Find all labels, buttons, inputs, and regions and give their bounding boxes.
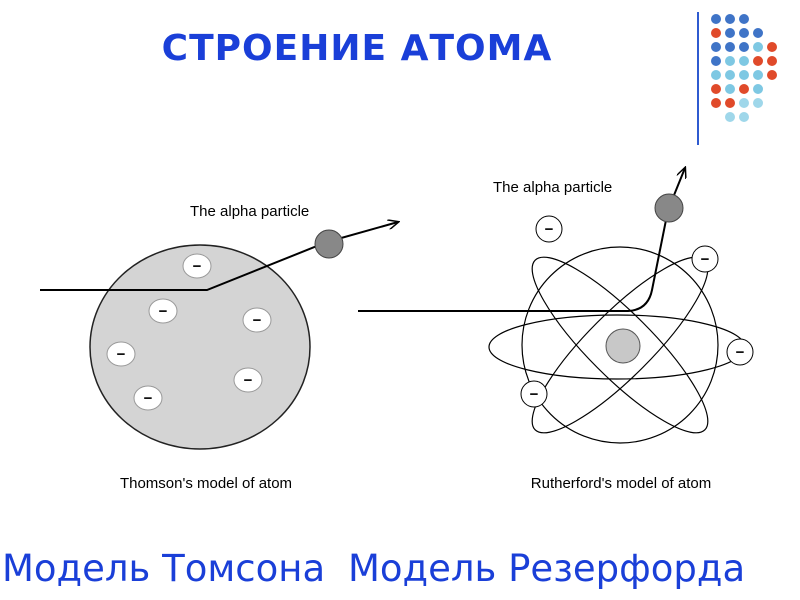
thomson-electron: − <box>242 307 272 333</box>
rutherford-caption: Rutherford's model of atom <box>531 475 711 492</box>
svg-text:−: − <box>193 258 202 275</box>
decor-dot <box>725 56 735 66</box>
rutherford-orbit-tilted <box>531 256 709 434</box>
decor-dot <box>739 14 749 24</box>
decor-dot <box>711 98 721 108</box>
rutherford-alpha-particle <box>654 193 684 223</box>
decor-dot <box>725 14 735 24</box>
decor-dot <box>725 70 735 80</box>
decor-dot <box>739 98 749 108</box>
svg-text:−: − <box>117 346 126 363</box>
thomson-model-caption-ru: Модель Томсона <box>2 547 326 590</box>
rutherford-electron: − <box>726 338 754 366</box>
thomson-electron: − <box>233 367 263 393</box>
rutherford-outer-orbit-circle <box>521 246 719 444</box>
decor-dot <box>767 56 777 66</box>
rutherford-model: − − − − The alpha particle Rutherford's … <box>358 168 754 492</box>
decor-dot <box>753 98 763 108</box>
svg-text:−: − <box>701 251 710 268</box>
thomson-electron: − <box>182 253 212 279</box>
svg-text:−: − <box>253 312 262 329</box>
decor-dot <box>753 28 763 38</box>
thomson-electron: − <box>133 385 163 411</box>
decorative-dot-grid <box>708 10 788 130</box>
decor-dot <box>767 70 777 80</box>
svg-text:−: − <box>244 372 253 389</box>
decor-dot <box>725 98 735 108</box>
decorative-vertical-line <box>697 12 699 145</box>
thomson-alpha-trajectory <box>40 222 398 291</box>
thomson-electron: − <box>106 341 136 367</box>
thomson-alpha-particle <box>314 229 344 259</box>
svg-text:−: − <box>736 344 745 361</box>
decor-dot <box>711 84 721 94</box>
decor-dot <box>739 56 749 66</box>
decor-dot <box>725 28 735 38</box>
decor-dot <box>725 112 735 122</box>
decor-dot <box>725 84 735 94</box>
decor-dot <box>711 28 721 38</box>
rutherford-electron: − <box>535 215 563 243</box>
decor-dot <box>711 42 721 52</box>
svg-text:−: − <box>545 221 554 238</box>
rutherford-nucleus <box>605 328 641 364</box>
decor-dot <box>725 42 735 52</box>
slide-title: СТРОЕНИЕ АТОМА <box>161 28 553 69</box>
decor-dot <box>711 56 721 66</box>
decor-dot <box>753 56 763 66</box>
decor-dot <box>739 84 749 94</box>
rutherford-alpha-trajectory <box>358 168 685 312</box>
rutherford-electron: − <box>691 245 719 273</box>
thomson-model: − − − − − − The a <box>40 203 398 492</box>
decor-dot <box>739 70 749 80</box>
rutherford-alpha-label: The alpha particle <box>493 179 612 196</box>
decor-dot <box>739 28 749 38</box>
atom-models-diagram: − − − − − − The a <box>40 150 754 492</box>
decor-dot <box>711 70 721 80</box>
decor-dot <box>739 42 749 52</box>
rutherford-electron: − <box>520 380 548 408</box>
svg-text:−: − <box>530 386 539 403</box>
decor-dot <box>753 70 763 80</box>
thomson-electron: − <box>148 298 178 324</box>
rutherford-model-caption-ru: Модель Резерфорда <box>348 547 746 590</box>
svg-text:−: − <box>144 390 153 407</box>
decor-dot <box>711 14 721 24</box>
decor-dot <box>753 42 763 52</box>
decor-dot <box>739 112 749 122</box>
decor-dot <box>767 42 777 52</box>
decor-dot <box>753 84 763 94</box>
svg-text:−: − <box>159 303 168 320</box>
thomson-caption: Thomson's model of atom <box>120 475 292 492</box>
thomson-alpha-label: The alpha particle <box>190 203 309 220</box>
